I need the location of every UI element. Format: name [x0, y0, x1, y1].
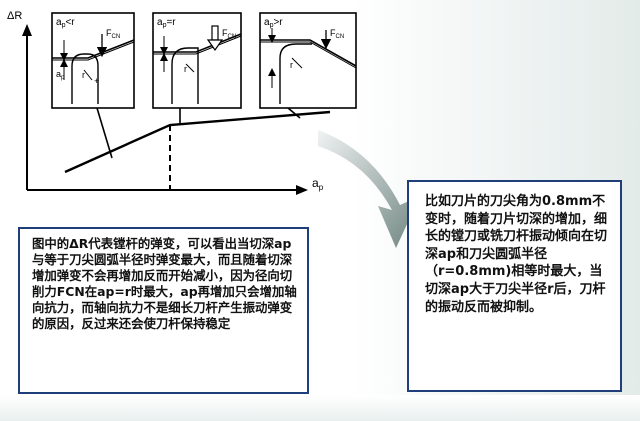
y-axis-label: ΔR	[7, 10, 22, 22]
panel3-condition-label: ap>r	[264, 17, 283, 29]
left-explanation-box: 图中的ΔR代表镗杆的弹变，可以看出当切深ap与等于刀尖圆弧半径时弹变最大，而且随…	[18, 227, 309, 394]
x-axis-label-sub: p	[319, 183, 324, 192]
panel2-radius-label: r	[184, 64, 187, 74]
curved-pointer-arrow	[318, 130, 420, 248]
panel2-force-arrow	[206, 39, 224, 52]
panel2-force-main: F	[222, 28, 228, 38]
left-explanation-text: 图中的ΔR代表镗杆的弹变，可以看出当切深ap与等于刀尖圆弧半径时弹变最大，而且随…	[32, 236, 297, 331]
right-explanation-box: 比如刀片的刀尖角为0.8mm不变时，随着刀片切深的增加，细长的镗刀或铣刀杆振动倾…	[407, 180, 622, 392]
panel2-tool-outline	[171, 47, 199, 104]
x-axis-label: ap	[312, 176, 324, 192]
connector-line-1	[96, 107, 113, 159]
svg-text:+: +	[94, 76, 99, 86]
x-axis-arrowhead	[296, 185, 308, 195]
panel-ap-greater-than-r: ap>r FCN r	[259, 12, 357, 109]
x-axis-label-main: a	[312, 176, 319, 190]
panel3-force-main: F	[330, 28, 336, 38]
panel-ap-equals-r: ap=r FCN r	[152, 12, 242, 109]
panel1-condition-sub: p	[62, 22, 66, 29]
panel1-force-main: F	[106, 28, 112, 38]
slide-background-bottom	[0, 395, 640, 421]
panel3-force-sub: CN	[336, 34, 345, 40]
panel1-radius-label: r	[82, 70, 85, 80]
panel1-depth-sub: p	[61, 75, 65, 81]
panel1-condition-label: ap<r	[56, 17, 75, 29]
panel3-condition-main: a	[264, 17, 270, 28]
panel3-tool-outline	[279, 43, 312, 104]
panel1-condition-rest: <r	[65, 17, 75, 28]
panel2-force-label: FCN	[222, 28, 236, 40]
right-explanation-text: 比如刀片的刀尖角为0.8mm不变时，随着刀片切深的增加，细长的镗刀或铣刀杆振动倾…	[425, 194, 608, 315]
panel2-condition-main: a	[157, 17, 163, 28]
panel3-condition-rest: >r	[273, 17, 283, 28]
panel3-force-label: FCN	[330, 28, 344, 40]
panel2-condition-label: ap=r	[157, 17, 176, 29]
panel3-radius-label: r	[290, 60, 293, 70]
panel2-condition-rest: =r	[166, 17, 176, 28]
panel1-force-label: FCN	[106, 28, 120, 40]
panel-ap-less-than-r: ap<r FCN ap r +	[51, 12, 135, 109]
panel2-condition-sub: p	[163, 22, 167, 29]
panel2-force-sub: CN	[228, 34, 237, 40]
panel1-tool-outline	[71, 53, 99, 104]
panel1-depth-label: ap	[56, 69, 65, 81]
panel3-condition-sub: p	[270, 22, 274, 29]
panel1-condition-main: a	[56, 17, 62, 28]
connector-line-3	[287, 107, 301, 119]
panel1-depth-main: a	[56, 69, 61, 79]
panel1-force-sub: CN	[112, 34, 121, 40]
y-axis-arrowhead	[22, 24, 32, 36]
